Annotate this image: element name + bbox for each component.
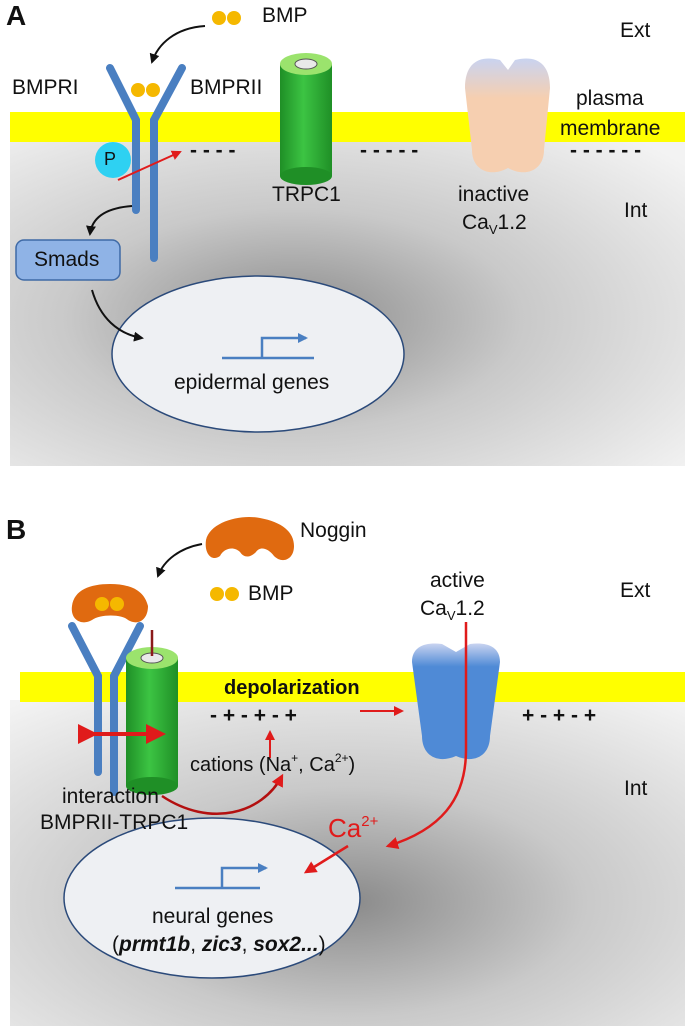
membrane-charges-1: - - - - <box>190 139 236 162</box>
nucleus <box>111 275 405 433</box>
smads-label: Smads <box>34 248 100 271</box>
interaction-label-line-1: interaction <box>62 785 159 808</box>
bmp-binding-arrow <box>149 25 206 64</box>
trpc1-channel <box>126 658 178 786</box>
epidermal-genes-label: epidermal genes <box>174 371 330 394</box>
free-bmp-right <box>225 587 239 601</box>
cav-inactive-right-half <box>508 58 550 173</box>
cation-flow-arrow <box>161 773 284 816</box>
plasma-membrane <box>10 112 685 142</box>
gene-promoter-arrow <box>175 868 266 890</box>
bmpri-label: BMPRI <box>12 76 79 99</box>
bound-bmp-right <box>146 83 160 97</box>
free-bmp-left <box>212 11 226 25</box>
smads-box <box>15 239 121 281</box>
bound-noggin <box>71 584 148 623</box>
panel-b-letter: B <box>6 514 27 545</box>
membrane-charges-2: - - - - - <box>360 139 419 162</box>
cations-label: cations (Na+, Ca2+) <box>190 751 356 776</box>
panel-a: A BMP Ext BMPRI BMPRII plasma membrane P… <box>6 0 685 468</box>
free-bmp-right <box>227 11 241 25</box>
bound-bmp-right <box>110 597 124 611</box>
int-label: Int <box>624 199 648 222</box>
cav-name-label: CaV1.2 <box>420 597 485 623</box>
noggin-label: Noggin <box>300 519 367 542</box>
gene-promoter-arrow <box>222 338 314 360</box>
bmpri-receptor <box>106 64 140 214</box>
bound-bmp-left <box>131 83 145 97</box>
free-noggin <box>205 516 294 561</box>
calcium-influx-line <box>385 622 468 850</box>
neural-genes-list: (prmt1b, zic3, sox2...) <box>112 933 326 956</box>
interaction-label-line-2: BMPRII-TRPC1 <box>40 811 189 834</box>
free-bmp-left <box>210 587 224 601</box>
cav-state-label: inactive <box>458 183 530 206</box>
trpc1-bottom <box>126 777 178 795</box>
bound-bmp-left <box>95 597 109 611</box>
neural-genes-label: neural genes <box>152 905 274 928</box>
phosphorylation-arrow <box>117 150 182 181</box>
bmprii-receptor <box>150 64 186 262</box>
trpc1-bottom <box>280 167 332 185</box>
cav-active-left-half <box>412 643 456 760</box>
panel-b-graphics <box>10 516 685 1026</box>
membrane-label-line-1: plasma <box>576 87 644 110</box>
trpc1-label: TRPC1 <box>272 183 341 206</box>
bmp-label: BMP <box>248 582 294 605</box>
trpc1-pore <box>294 58 318 70</box>
cav-state-label: active <box>430 569 485 592</box>
membrane-charges-3: - - - - - - <box>570 139 642 162</box>
bmprii-label: BMPRII <box>190 76 263 99</box>
membrane-charges-right: + - + - + <box>522 704 597 727</box>
calcium-label: Ca2+ <box>328 813 379 843</box>
phospho-label: P <box>104 149 117 169</box>
membrane-label-line-2: membrane <box>560 117 661 140</box>
cav-inactive-left-half <box>465 58 508 173</box>
bmp-label: BMP <box>262 4 308 27</box>
ext-label: Ext <box>620 19 651 42</box>
ext-label: Ext <box>620 579 651 602</box>
membrane-charges-depolarized: - + - + - + <box>210 704 297 727</box>
smads-to-nucleus-arrow <box>91 289 144 342</box>
trpc1-channel <box>280 64 332 176</box>
cav-name-label: CaV1.2 <box>462 211 527 237</box>
bmprii-receptor <box>110 622 144 796</box>
calcium-to-nucleus-arrow <box>303 844 349 874</box>
panel-b: B Noggin BMP active CaV1.2 Ext depolariz… <box>6 510 685 1026</box>
phospho-circle <box>95 142 131 178</box>
depolarization-label: depolarization <box>224 677 360 699</box>
noggin-binding-arrow <box>156 543 203 578</box>
panel-a-graphics <box>10 11 685 466</box>
nucleus <box>63 817 361 979</box>
receptor-to-smads-arrow <box>86 205 133 236</box>
panel-a-letter: A <box>6 0 27 31</box>
int-label: Int <box>624 777 648 800</box>
